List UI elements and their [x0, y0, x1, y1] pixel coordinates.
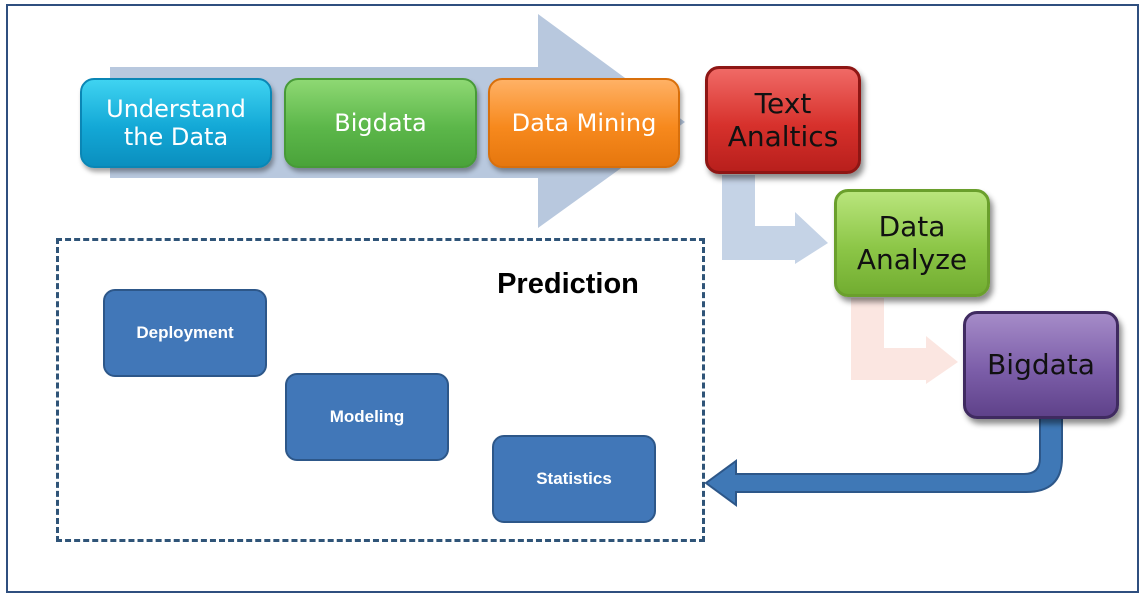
prediction-item-modeling-label: Modeling [329, 406, 405, 426]
prediction-item-statistics: Statistics [492, 435, 656, 523]
step-text-analtics: Text Analtics [705, 66, 861, 174]
step-bigdata-final: Bigdata [963, 311, 1119, 419]
step-understand-the-data: Understand the Data [80, 78, 272, 168]
step-data-mining: Data Mining [488, 78, 680, 168]
connector-arrow-text-to-analyze [722, 175, 828, 264]
step-text-analtics-label: Text Analtics [727, 86, 839, 153]
prediction-item-deployment-label: Deployment [136, 322, 234, 342]
prediction-item-deployment: Deployment [103, 289, 267, 377]
prediction-group [56, 238, 705, 542]
step-bigdata: Bigdata [284, 78, 477, 168]
connector-arrow-analyze-to-bigdata [851, 298, 958, 384]
step-understand-the-data-label: Understand the Data [106, 94, 246, 151]
step-data-mining-label: Data Mining [511, 108, 657, 137]
prediction-item-modeling: Modeling [285, 373, 449, 461]
step-bigdata-final-label: Bigdata [987, 348, 1095, 382]
prediction-item-statistics-label: Statistics [536, 468, 612, 488]
step-data-analyze-label: Data Analyze [856, 209, 968, 276]
prediction-title: Prediction [497, 268, 639, 300]
return-arrow [704, 411, 1063, 507]
step-bigdata-label: Bigdata [334, 108, 427, 137]
step-data-analyze: Data Analyze [834, 189, 990, 297]
